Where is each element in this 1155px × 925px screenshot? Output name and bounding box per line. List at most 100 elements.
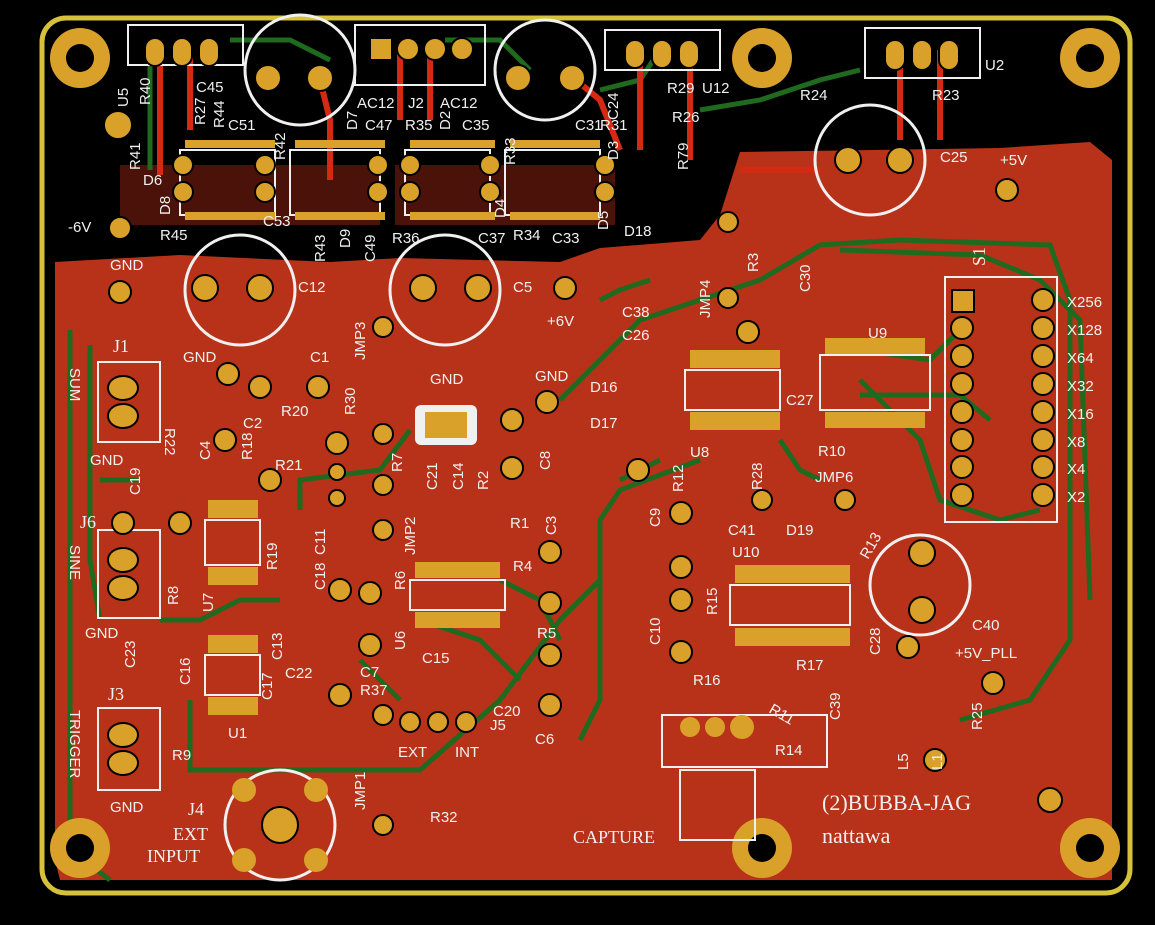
- refdes-c13: C13: [269, 632, 286, 660]
- top-headers: [127, 24, 981, 86]
- refdes-r10: R10: [818, 443, 846, 460]
- switch-label-x4: X4: [1067, 461, 1085, 478]
- refdes-r35: R35: [405, 117, 433, 134]
- silkscreen-labels: (2)BUBBA-JAG nattawa CAPTURE EXT INPUT -…: [66, 95, 1102, 866]
- left-connectors: [97, 361, 161, 791]
- gnd-label: GND: [535, 368, 569, 385]
- refdes-r37: R37: [360, 682, 388, 699]
- refdes-jmp4: JMP4: [697, 280, 714, 318]
- j6-name: SINE: [66, 545, 83, 580]
- refdes-c51: C51: [228, 117, 256, 134]
- refdes-d7: D7: [344, 111, 361, 130]
- u9-body: [819, 354, 931, 411]
- refdes-u7: U7: [200, 593, 217, 612]
- refdes-r14: R14: [775, 742, 803, 759]
- refdes-d5: D5: [595, 211, 612, 230]
- refdes-c41: C41: [728, 522, 756, 539]
- refdes-r43: R43: [312, 234, 329, 262]
- ac12-label: AC12: [440, 95, 478, 112]
- j4-label: J4: [188, 799, 204, 819]
- pos5v-pll-label: +5V_PLL: [955, 645, 1017, 662]
- refdes-c38: C38: [622, 304, 650, 321]
- j3-label: J3: [108, 684, 124, 704]
- refdes-u1: U1: [228, 725, 247, 742]
- switch-label-x32: X32: [1067, 378, 1094, 395]
- refdes-c4: C4: [197, 441, 214, 460]
- refdes-r25: R25: [969, 702, 986, 730]
- s1-switch: [944, 276, 1058, 523]
- refdes-c53: C53: [263, 213, 291, 230]
- pos5v-label: +5V: [1000, 152, 1027, 169]
- refdes-r16: R16: [693, 672, 721, 689]
- refdes-r45: R45: [160, 227, 188, 244]
- refdes-c3: C3: [543, 516, 560, 535]
- refdes-c16: C16: [177, 657, 194, 685]
- refdes-c26: C26: [622, 327, 650, 344]
- bridge-pads: [172, 154, 616, 203]
- j2-label: J2: [408, 95, 424, 112]
- refdes-r18: R18: [239, 432, 256, 460]
- refdes-r34: R34: [513, 227, 541, 244]
- refdes-c7: C7: [360, 664, 379, 681]
- mounting-hole: [732, 818, 792, 878]
- refdes-c18: C18: [312, 562, 329, 590]
- cap-outline-c40: [868, 533, 972, 637]
- refdes-c6: C6: [535, 731, 554, 748]
- gnd-label: GND: [110, 257, 144, 274]
- refdes-r6: R6: [392, 571, 409, 590]
- refdes-d2: D2: [437, 111, 454, 130]
- refdes-r8: R8: [165, 586, 182, 605]
- u1-body: [204, 654, 261, 696]
- refdes-u12: U12: [702, 80, 730, 97]
- refdes-c47: C47: [365, 117, 393, 134]
- refdes-c5: C5: [513, 279, 532, 296]
- ic-footprints: [204, 338, 931, 715]
- refdes-d9: D9: [337, 229, 354, 248]
- j6-label: J6: [80, 512, 96, 532]
- u10-body: [729, 584, 851, 626]
- refdes-c11: C11: [312, 529, 329, 555]
- refdes-c33: C33: [552, 230, 580, 247]
- refdes-r42: R42: [272, 132, 289, 160]
- refdes-r26: R26: [672, 109, 700, 126]
- switch-label-x2: X2: [1067, 489, 1085, 506]
- refdes-c21: C21: [424, 462, 441, 490]
- refdes-r32: R32: [430, 809, 458, 826]
- refdes-jmp3: JMP3: [352, 322, 369, 360]
- electrolytic-capacitors: [183, 13, 972, 637]
- refdes-c8: C8: [537, 451, 554, 470]
- refdes-u10: U10: [732, 544, 760, 561]
- refdes-c40: C40: [972, 617, 1000, 634]
- neg6v-label: -6V: [68, 219, 91, 236]
- j3-name: TRIGGER: [66, 710, 83, 779]
- cap-pads: [191, 64, 936, 624]
- refdes-r2: R2: [475, 471, 492, 490]
- refdes-r44: R44: [211, 100, 228, 128]
- ext-input-label-2: INPUT: [147, 846, 200, 866]
- refdes-u5: U5: [115, 88, 132, 107]
- reference-designators: U1 U2 U5 U6 U7 U8 U9 U10 U12 C1 C2 C3 C4…: [115, 57, 1004, 826]
- mounting-hole: [50, 818, 110, 878]
- refdes-r4: R4: [513, 558, 532, 575]
- refdes-d3: D3: [605, 141, 622, 160]
- mounting-hole: [1060, 28, 1120, 88]
- u8-body: [684, 369, 781, 411]
- refdes-jmp6: JMP6: [815, 469, 853, 486]
- cap-outline-c25: [813, 103, 927, 217]
- refdes-c19: C19: [127, 467, 144, 495]
- gnd-label: GND: [430, 371, 464, 388]
- u6-body: [409, 579, 506, 611]
- refdes-d19: D19: [786, 522, 814, 539]
- mounting-hole: [732, 28, 792, 88]
- cap-outline-c12: [183, 233, 297, 347]
- refdes-c9: C9: [647, 508, 664, 527]
- refdes-r27: R27: [192, 97, 209, 125]
- board-name: (2)BUBBA-JAG: [822, 790, 971, 815]
- refdes-c14: C14: [450, 462, 467, 490]
- refdes-jmp2: JMP2: [402, 517, 419, 555]
- refdes-l5: L5: [895, 753, 912, 770]
- refdes-r15: R15: [704, 587, 721, 615]
- switch-label-x64: X64: [1067, 350, 1094, 367]
- refdes-r79: R79: [675, 142, 692, 170]
- j4-bnc: [223, 768, 337, 882]
